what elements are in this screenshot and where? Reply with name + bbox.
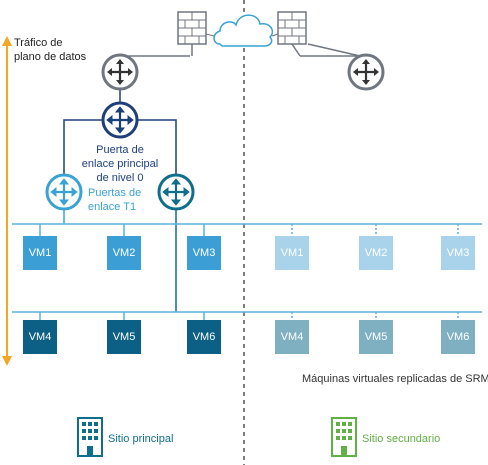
- tier0-label-line1: Puerta de: [96, 144, 144, 156]
- secondary-site-label: Sitio secundario: [362, 433, 441, 445]
- t1-label-line1: Puertas de: [88, 187, 142, 199]
- replicated-vms-label: Máquinas virtuales replicadas de SRM: [302, 373, 488, 385]
- t1-gateway-icon: [45, 173, 83, 211]
- tier0-gateway-icon: [101, 101, 139, 139]
- vm-primary-1: VM1: [23, 236, 57, 270]
- secondary-site-building-icon: [331, 417, 357, 457]
- edge-router-icon: [347, 53, 385, 91]
- tier0-label-line3: de nivel 0: [96, 172, 144, 184]
- data-plane-label: Tráfico de plano de datos: [14, 36, 86, 64]
- firewall-icon: [277, 11, 307, 45]
- firewall-icon: [177, 11, 207, 45]
- internet-cloud-icon: [213, 14, 274, 47]
- vm-replica-4: VM4: [275, 320, 309, 354]
- tier0-gateway-label: Puerta de enlace principal de nivel 0: [68, 143, 172, 185]
- vm-primary-4: VM4: [23, 320, 57, 354]
- vm-primary-3: VM3: [187, 236, 221, 270]
- vm-replica-2: VM2: [359, 236, 393, 270]
- t1-gateways-label: Puertas de enlace T1: [88, 186, 141, 214]
- vm-primary-2: VM2: [107, 236, 141, 270]
- edge-router-icon: [101, 53, 139, 91]
- data-plane-label-line2: plano de datos: [14, 51, 87, 63]
- vm-primary-5: VM5: [107, 320, 141, 354]
- vm-replica-3: VM3: [441, 236, 475, 270]
- vm-replica-1: VM1: [275, 236, 309, 270]
- data-plane-label-line1: Tráfico de: [14, 37, 63, 49]
- tier0-label-line2: enlace principal: [81, 158, 159, 170]
- vm-primary-6: VM6: [187, 320, 221, 354]
- data-plane-arrow: [2, 36, 12, 366]
- vm-replica-5: VM5: [359, 320, 393, 354]
- vm-replica-6: VM6: [441, 320, 475, 354]
- t1-label-line2: enlace T1: [88, 201, 137, 213]
- primary-site-building-icon: [77, 417, 103, 457]
- primary-site-label: Sitio principal: [108, 433, 174, 445]
- t1-gateway-icon: [157, 173, 195, 211]
